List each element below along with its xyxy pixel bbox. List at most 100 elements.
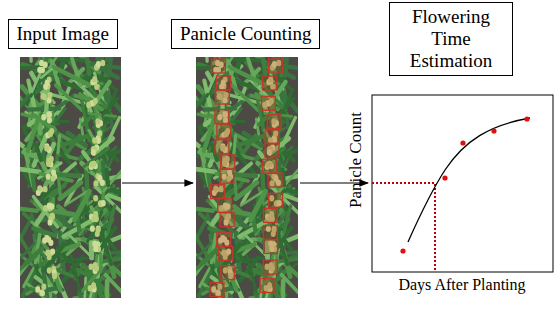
leaf [279,98,294,114]
panicle [100,60,105,66]
panicle [92,76,97,82]
panicle [46,173,51,179]
panicle [47,112,52,118]
axis-title: Days After Planting [398,276,525,294]
leaf [103,98,118,114]
detection-box [260,278,274,292]
detection-box [220,213,234,227]
leaf [228,109,241,126]
panicle [93,246,98,252]
panicle [89,264,94,270]
leaf [89,130,98,147]
detection-box [265,130,279,144]
leaf [279,257,298,261]
panicle [42,237,47,243]
stage-box: Flowering Time Estimation [389,2,513,76]
leaf [102,234,112,264]
leaf [54,67,89,85]
leaf [209,197,233,227]
leaf [206,57,207,61]
panicle [48,219,53,225]
panicle [40,93,45,99]
panicle [45,250,50,256]
panicle [90,225,95,231]
leaf [107,170,109,186]
panicle [39,60,44,66]
leaf [202,249,218,264]
annotated-photo [196,57,298,298]
leaf [30,57,31,61]
panicle [93,180,98,186]
leaf [33,197,57,227]
detection-box [217,233,231,247]
detection-box [217,124,231,138]
panicle [37,185,42,191]
leaf [230,67,265,85]
leaf [104,281,109,298]
leaf [52,109,65,126]
detection-box [263,159,277,173]
panicle [46,111,51,117]
panicle [93,211,98,217]
leaf [234,135,236,153]
detection-box [263,226,277,240]
leaf [282,275,298,298]
panicle [48,240,53,246]
leaf [278,234,288,264]
detection-box [265,143,279,157]
stage-title: Flowering Time Estimation [396,6,506,72]
panicle [93,195,98,201]
leaf [49,57,64,68]
panicle [40,67,45,73]
panicle [91,282,96,288]
panicle [48,92,53,98]
stage-box: Panicle Counting [171,19,320,49]
panicle [41,114,46,120]
panicle [86,102,91,108]
detection-box [219,246,233,260]
panicle [47,203,52,209]
stage-title: Input Image [17,23,109,45]
panicle [39,289,44,295]
panicle [47,117,52,123]
leaf [109,57,112,75]
panicle [50,213,55,219]
leaf [267,172,285,187]
detection-box [215,140,229,154]
detection-box [267,115,281,129]
detection-box [264,239,278,253]
panicle [91,161,96,167]
detection-box [268,173,282,187]
panicle [92,137,97,143]
detection-box [211,185,225,199]
stage-box: Input Image [8,19,118,49]
leaf [41,114,54,144]
leaf [29,108,60,109]
leaf [34,135,46,165]
detection-box [215,109,229,123]
leaf [283,170,285,186]
panicle [50,213,55,219]
axis-title: Panicle Count [346,112,366,208]
detection-box [221,266,235,280]
leaf [20,168,39,172]
leaf [36,145,41,160]
leaf [33,228,54,235]
panicle [41,284,46,290]
panicle [94,265,99,271]
panicle [94,84,99,90]
panicle [50,248,55,254]
detection-box [220,169,234,183]
leaf [71,256,80,292]
leaf [108,206,115,232]
panicle [100,180,105,186]
leaf [223,57,237,58]
panicle [93,98,98,104]
panicle [95,118,100,124]
leaf [106,275,121,298]
leaf [247,256,256,292]
panicle [43,84,48,90]
leaf [260,57,265,75]
fit-curve [408,118,530,242]
flow-arrow [122,182,193,183]
